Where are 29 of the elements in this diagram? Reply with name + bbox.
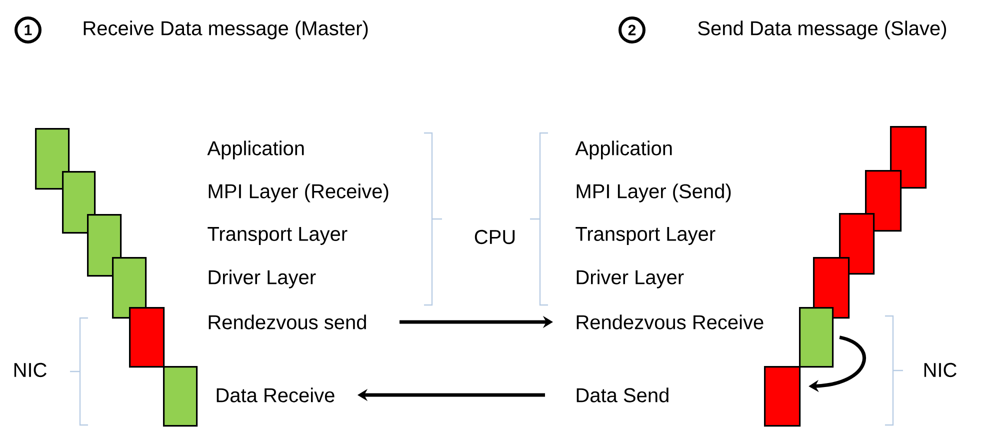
group-label: CPU [474,230,515,244]
layer-label: Application [207,140,304,160]
layer-label: Rendezvous Receive [576,314,764,330]
layer-label: Driver Layer [208,270,316,288]
layer-label: Driver Layer [576,270,684,288]
layer-label: Data Send [576,388,668,402]
layer-block [87,214,122,277]
layer-block [62,171,96,234]
group-label: NIC [14,362,46,378]
layer-block [112,257,147,319]
layer-label: MPI Layer (Send) [576,184,731,202]
layer-label: Transport Layer [576,227,716,245]
layer-block [163,366,198,427]
group-label: NIC [924,362,956,378]
layer-block [890,126,927,189]
layer-block [813,257,850,319]
layer-label: MPI Layer (Receive) [208,184,388,202]
layer-block [865,170,902,232]
heading: Send Data message (Slave) [698,20,946,40]
layer-block [129,307,165,368]
heading: Receive Data message (Master) [84,20,368,40]
layer-label: Transport Layer [208,227,348,245]
layer-label: Application [575,140,672,160]
layer-block [764,366,801,427]
layer-block [35,128,70,190]
layer-block [799,307,834,368]
layer-block [839,213,875,275]
layer-label: Rendezvous send [208,314,366,330]
layer-label: Data Receive [216,388,334,402]
